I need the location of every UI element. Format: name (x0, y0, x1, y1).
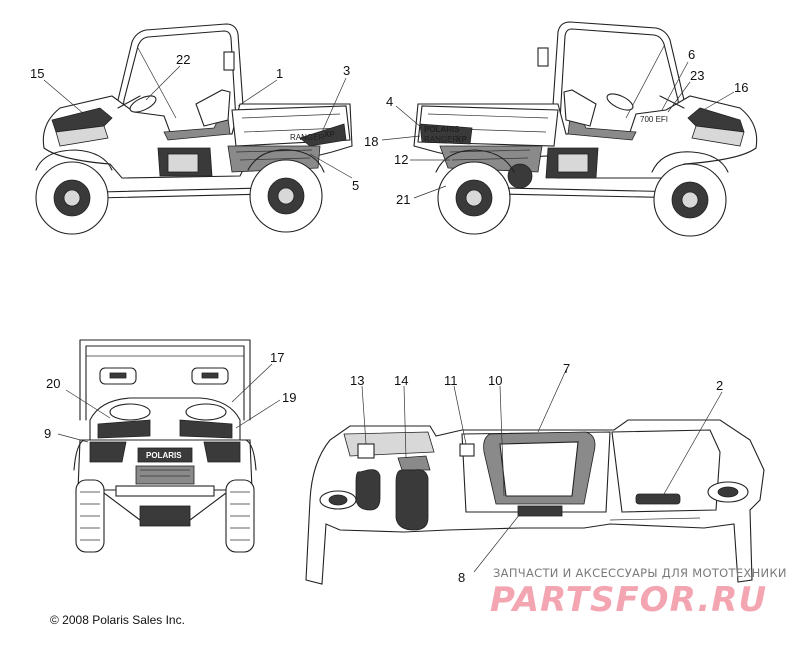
callout-15: 15 (30, 66, 44, 81)
model-decal-right: 700 EFI (640, 115, 668, 124)
xp-decal-right: XP (456, 135, 467, 144)
dashboard-view (305, 419, 765, 585)
leader-lines (43, 61, 735, 573)
vehicle-right-side-view: 700 EFI POLARIS RANGER XP (413, 21, 758, 237)
callout-4: 4 (386, 94, 393, 109)
callout-11: 11 (444, 373, 458, 388)
ranger-decal-left: RANGER (290, 133, 324, 142)
callout-6: 6 (688, 47, 695, 62)
callout-13: 13 (350, 373, 364, 388)
polaris-decal-right: POLARIS (424, 125, 460, 134)
watermark-text: ЗАПЧАСТИ И АКСЕССУАРЫ ДЛЯ МОТОТЕХНИКИ (493, 566, 787, 580)
polaris-decal-front: POLARIS (146, 451, 182, 460)
callout-12: 12 (394, 152, 408, 167)
callout-16: 16 (734, 80, 748, 95)
vehicle-left-side-view: RANGER XP (35, 23, 353, 235)
callout-1: 1 (276, 66, 283, 81)
callout-2: 2 (716, 378, 723, 393)
callout-numbers: 1 2 3 4 5 6 7 8 9 10 11 12 13 14 15 16 1… (30, 47, 748, 585)
callout-5: 5 (352, 178, 359, 193)
xp-decal-left: XP (324, 130, 335, 139)
copyright-notice: © 2008 Polaris Sales Inc. (50, 613, 185, 627)
callout-23: 23 (690, 68, 704, 83)
callout-21: 21 (396, 192, 410, 207)
callout-9: 9 (44, 426, 51, 441)
vehicle-front-view: POLARIS (73, 339, 257, 553)
callout-7: 7 (563, 361, 570, 376)
callout-18: 18 (364, 134, 378, 149)
callout-20: 20 (46, 376, 60, 391)
ranger-decal-right: RANGER (424, 135, 458, 144)
watermark-logo: PARTSFOR.RU (490, 580, 768, 620)
callout-17: 17 (270, 350, 284, 365)
callout-8: 8 (458, 570, 465, 585)
callout-14: 14 (394, 373, 408, 388)
callout-10: 10 (488, 373, 502, 388)
callout-19: 19 (282, 390, 296, 405)
callout-22: 22 (176, 52, 190, 67)
callout-3: 3 (343, 63, 350, 78)
